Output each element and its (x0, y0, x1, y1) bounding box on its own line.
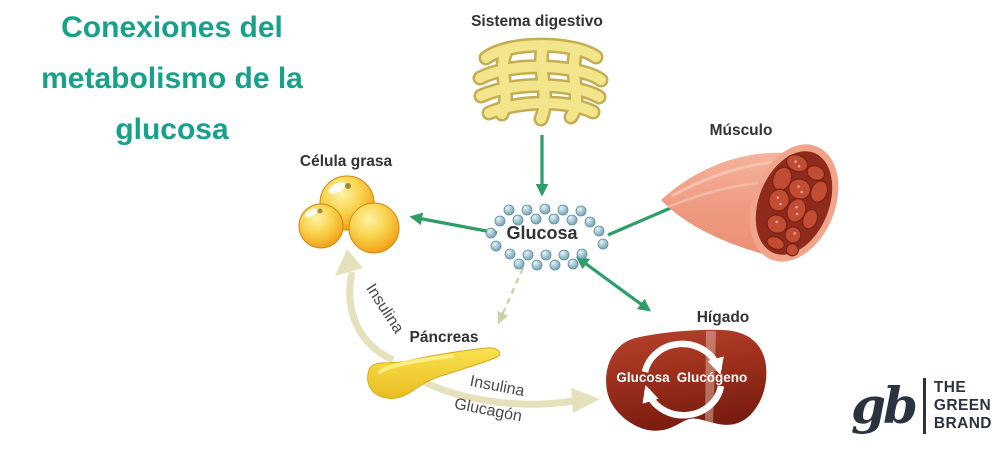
label-celula-grasa: Célula grasa (299, 153, 393, 170)
title-line-1: Conexiones del (61, 11, 283, 44)
liver-cycle-arrows (641, 340, 725, 419)
liver-illustration (606, 329, 767, 431)
title-line-3: glucosa (115, 113, 229, 146)
beige-arrow-pancreas-to-liver (422, 378, 600, 413)
liver-cycle-glucosa: Glucosa (616, 370, 670, 385)
logo-line-brand: BRAND (933, 415, 992, 432)
intestines-illustration (472, 37, 609, 127)
logo-divider (922, 378, 926, 434)
arrow-glucose-to-fatcell (409, 212, 498, 235)
label-musculo: Músculo (709, 122, 773, 139)
fat-cells-illustration (298, 175, 400, 254)
arrow-glucose-liver-bidirectional (575, 256, 652, 312)
muscle-illustration (661, 144, 839, 262)
label-higado: Hígado (696, 309, 750, 326)
logo-line-green: GREEN (933, 397, 992, 414)
gb-monogram-icon: gb (851, 376, 918, 435)
glucose-molecules-illustration (485, 203, 609, 271)
pancreas-illustration (367, 347, 501, 399)
dashed-arrow-glucose-to-pancreas (497, 267, 525, 325)
logo-line-the: THE (933, 379, 967, 396)
logo-wordmark: THE GREEN BRAND (934, 379, 992, 433)
the-green-brand-logo: gb THE GREEN BRAND (851, 378, 992, 434)
beige-arrow-pancreas-to-fatcell (335, 249, 395, 364)
label-sistema-digestivo: Sistema digestivo (471, 13, 603, 30)
page-title: Conexiones del metabolismo de la glucosa (16, 2, 328, 155)
title-line-2: metabolismo de la (41, 62, 303, 95)
label-glucosa: Glucosa (506, 223, 578, 243)
liver-cycle-glucogeno: Glucógeno (676, 370, 748, 385)
label-pancreas: Páncreas (409, 329, 479, 346)
